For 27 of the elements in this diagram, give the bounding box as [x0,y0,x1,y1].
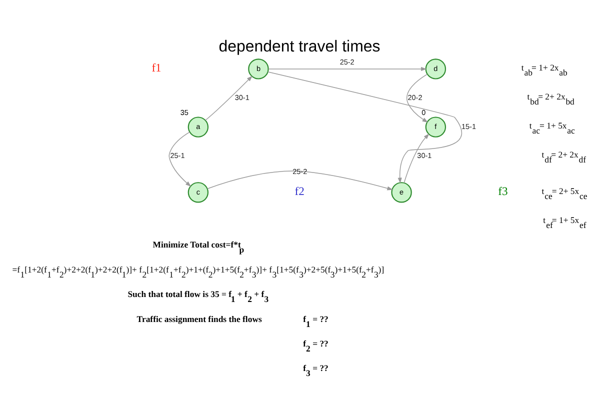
diagram-title: dependent travel times [218,38,380,56]
arrow [404,133,430,183]
edge-label: 15-1 [461,121,476,130]
node-circle: f [425,116,446,137]
edge-label: 20-2 [408,92,422,102]
node-circle: b [248,58,269,79]
node-label: 0 [422,108,426,117]
label: Traffic assignment finds the flows [136,313,262,324]
node-circle: e [391,182,412,202]
label: f3 [498,184,508,198]
arrow [267,71,462,184]
arrow [268,66,427,70]
node-label: 35 [180,108,188,117]
label: f1 [152,61,162,74]
edge-label: 30-1 [234,92,250,102]
edge-label: 25-2 [340,57,354,66]
edge-label: 25-2 [292,166,308,176]
arrow [204,75,252,120]
arrow [406,73,428,122]
arrow [207,170,394,190]
edge-label: 25-1 [170,150,185,160]
node-circle: a [188,116,209,137]
arrow [168,131,192,186]
node-circle: d [425,58,446,79]
edge-label: 30-1 [417,150,432,160]
label: f2 [294,184,304,198]
node-circle: c [188,182,209,202]
